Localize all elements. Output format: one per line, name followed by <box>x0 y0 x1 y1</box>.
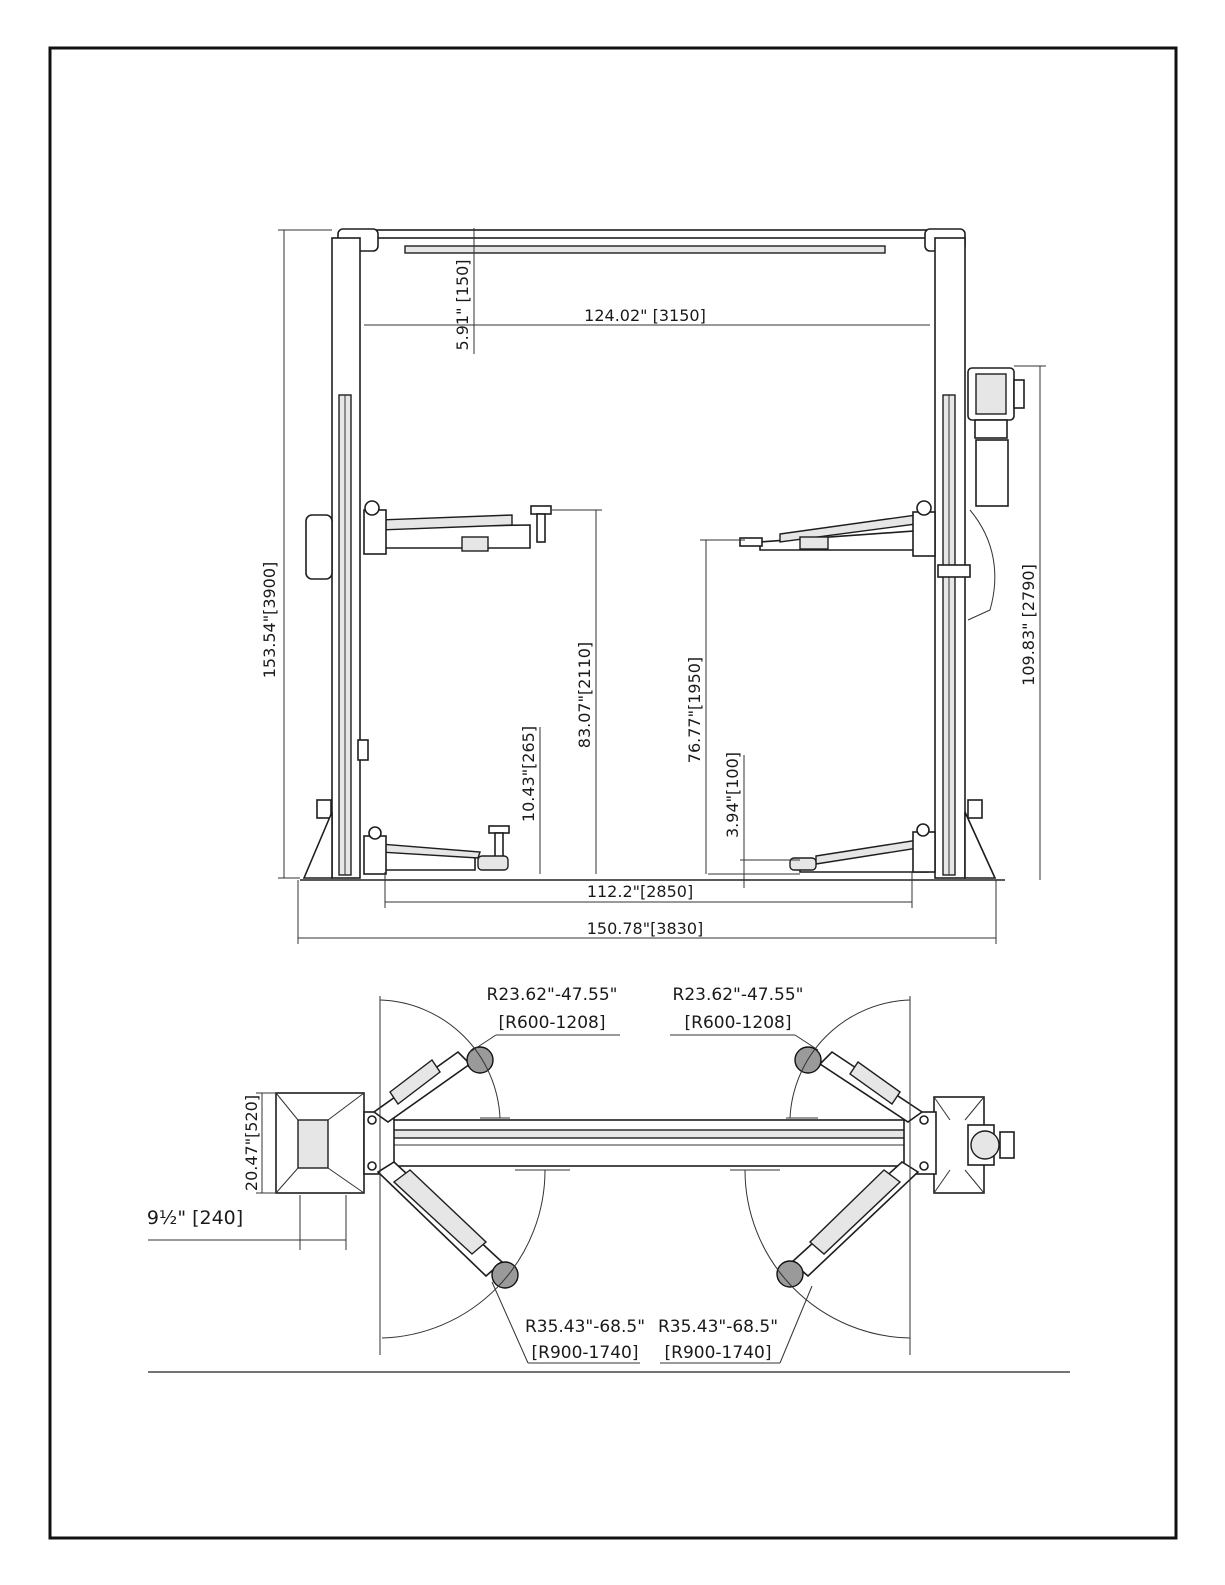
left-base-plate <box>276 1093 394 1193</box>
min-height-left-label: 10.43"[265] <box>519 726 538 822</box>
long-arm-left-radius-mm: [R900-1740] <box>532 1343 639 1363</box>
left-long-arm <box>378 1162 518 1288</box>
front-view: 153.54"[3900] 5.91" [150] 124.02" [3150]… <box>260 228 1046 944</box>
base-depth-label: 20.47"[520] <box>242 1095 261 1191</box>
center-bar <box>382 1120 916 1166</box>
short-arm-right-radius: R23.62"-47.55" <box>673 985 804 1005</box>
top-view: R23.62"-47.55" [R600-1208] R23.62"-47.55… <box>147 985 1070 1372</box>
short-arm-left-radius-mm: [R600-1208] <box>499 1013 606 1033</box>
right-raised-arm <box>740 501 935 556</box>
overall-width-label: 150.78"[3830] <box>587 919 704 938</box>
max-lift-right-label: 76.77"[1950] <box>685 657 704 763</box>
right-short-arm <box>795 1047 922 1122</box>
left-column <box>304 238 368 878</box>
left-lowered-arm <box>364 826 509 874</box>
long-arm-right-radius-mm: [R900-1740] <box>665 1343 772 1363</box>
short-arm-right-radius-mm: [R600-1208] <box>685 1013 792 1033</box>
left-raised-arm <box>364 501 551 554</box>
min-height-right-label: 3.94"[100] <box>723 752 742 838</box>
long-arm-right-radius: R35.43"-68.5" <box>658 1317 778 1337</box>
top-clearance-label: 5.91" [150] <box>453 259 472 350</box>
right-long-arm <box>777 1162 918 1287</box>
column-offset-label: 9½" [240] <box>147 1207 243 1229</box>
page-frame <box>50 48 1176 1538</box>
right-lowered-arm <box>790 824 935 872</box>
short-arm-left-radius: R23.62"-47.55" <box>487 985 618 1005</box>
left-short-arm <box>374 1047 493 1122</box>
motor-height-label: 109.83" [2790] <box>1019 564 1038 686</box>
overhead-beam <box>360 230 944 238</box>
max-lift-left-label: 83.07"[2110] <box>575 642 594 748</box>
power-unit <box>968 368 1024 506</box>
overall-height-label: 153.54"[3900] <box>260 562 279 679</box>
inner-width-label: 124.02" [3150] <box>584 306 706 325</box>
right-column <box>935 238 995 878</box>
long-arm-left-radius: R35.43"-68.5" <box>525 1317 645 1337</box>
drive-through-label: 112.2"[2850] <box>587 882 693 901</box>
